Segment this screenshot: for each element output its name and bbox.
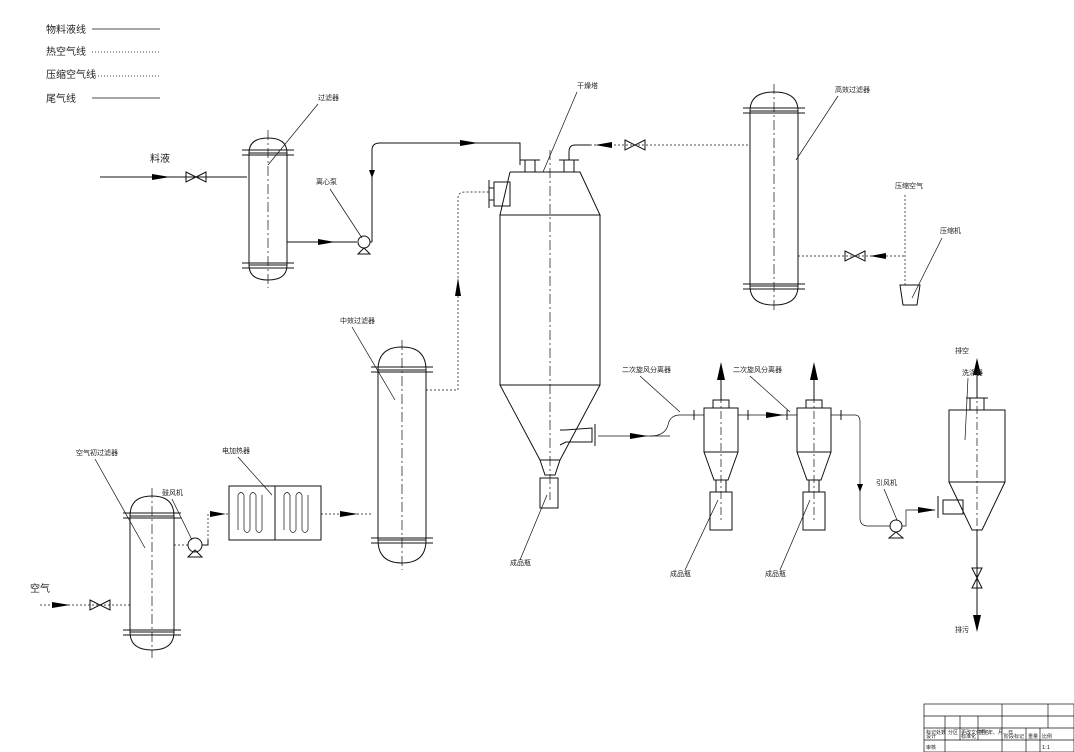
centrifugal-pump-icon [356,235,372,255]
label-product-bottle-2: 成品瓶 [765,569,786,578]
arrow-icon [460,140,478,146]
label-air-coarse-filter: 空气初过滤器 [76,448,118,457]
label-scrubber: 洗涤器 [962,368,983,377]
arrow-icon [52,602,70,608]
arrow-icon [595,142,612,148]
label-blower: 鼓风机 [162,488,183,497]
arrow-icon [717,362,725,380]
cyclone-2 [786,362,842,531]
label-filter: 过滤器 [318,93,339,102]
tb-cell: 1:1 [1042,745,1050,751]
feed-section: 料液 过滤器 离心泵 [100,93,521,288]
tb-cell: 设计 [926,733,936,740]
valve-icon [844,250,866,262]
scrubber-section: 排空 洗涤器 排污 [937,346,1006,634]
tb-cell: 阶段标记 [1004,733,1024,740]
label-air: 空气 [30,582,50,595]
valve-icon [624,139,646,151]
arrow-icon [369,170,375,178]
tb-cell: 处数 [936,729,946,736]
label-drying-tower: 干燥塔 [577,81,598,90]
arrow-icon [973,615,981,632]
label-feed-liquid: 料液 [150,152,170,165]
title-block: 标记 处数 分区 更改文件号 签名 年、月、日 设计 标准化 阶段标记 重量 比… [923,703,1074,752]
arrow-icon [810,362,818,380]
legend-label-exhaust: 尾气线 [46,92,76,105]
label-vent: 排空 [955,346,969,355]
arrow-icon [918,507,936,513]
valve-icon [185,171,207,183]
legend-label-material: 物料液线 [46,23,86,36]
legend: 物料液线 热空气线 压缩空气线 尾气线 [46,23,160,105]
tb-cell: 分区 [948,729,958,736]
legend-label-compressed: 压缩空气线 [46,68,96,81]
tb-cell: 标准化 [961,733,976,740]
label-product-bottle-main: 成品瓶 [510,558,531,567]
arrow-icon [455,278,461,296]
drying-tower: 干燥塔 成品瓶 [488,81,601,567]
tb-cell: 标记 [926,729,936,736]
arrow-icon [766,412,784,418]
blower-icon [186,537,209,558]
arrow-icon [630,433,648,439]
valve-icon [89,599,111,611]
filter-vessel [242,130,294,288]
high-eff-filter-vessel [743,84,805,312]
tb-cell: 重量 [1028,733,1038,740]
arrow-icon [210,511,226,517]
arrow-icon [857,484,863,492]
label-cyclone-2: 二次旋风分离器 [733,365,782,374]
label-induced-fan: 引风机 [876,478,897,487]
arrow-icon [973,358,981,375]
legend-label-hot-air: 热空气线 [46,45,86,58]
arrow-icon [870,253,886,259]
label-compressor: 压缩机 [940,226,961,235]
arrow-icon [318,239,335,245]
compressor-icon [899,284,921,306]
tb-cell: 更改文件号 [961,729,986,736]
electric-heater [228,485,322,541]
tb-cell: 签名 [979,729,989,736]
scrubber-vessel [937,390,1006,540]
label-centrifugal-pump: 离心泵 [316,177,337,186]
cyclone-1 [693,362,749,531]
air-intake-section: 空气 空气初过滤器 鼓风机 [30,446,371,658]
valve-icon [971,567,983,589]
high-eff-filter-section: 高效过滤器 压缩空气 压缩机 [590,84,961,312]
label-medium-eff-filter: 中效过滤器 [340,316,375,325]
arrow-icon [152,174,170,180]
label-high-eff-filter: 高效过滤器 [835,85,870,94]
medium-eff-filter-section: 中效过滤器 [340,191,489,570]
air-coarse-filter-vessel [123,488,181,658]
medium-eff-filter-vessel [371,340,433,570]
label-electric-heater: 电加热器 [222,446,250,455]
induced-fan-icon [887,509,935,539]
cyclone-section: 二次旋风分离器 成品瓶 二次旋风分离器 [598,362,936,578]
tb-cell: 审核 [926,744,936,751]
label-drain: 排污 [955,625,969,634]
label-product-bottle-1: 成品瓶 [670,569,691,578]
arrow-icon [340,511,358,517]
label-cyclone-1: 二次旋风分离器 [622,365,671,374]
tb-cell: 年、月、日 [988,729,1013,736]
tb-cell: 比例 [1042,733,1052,740]
label-compressed-air: 压缩空气 [895,181,923,190]
